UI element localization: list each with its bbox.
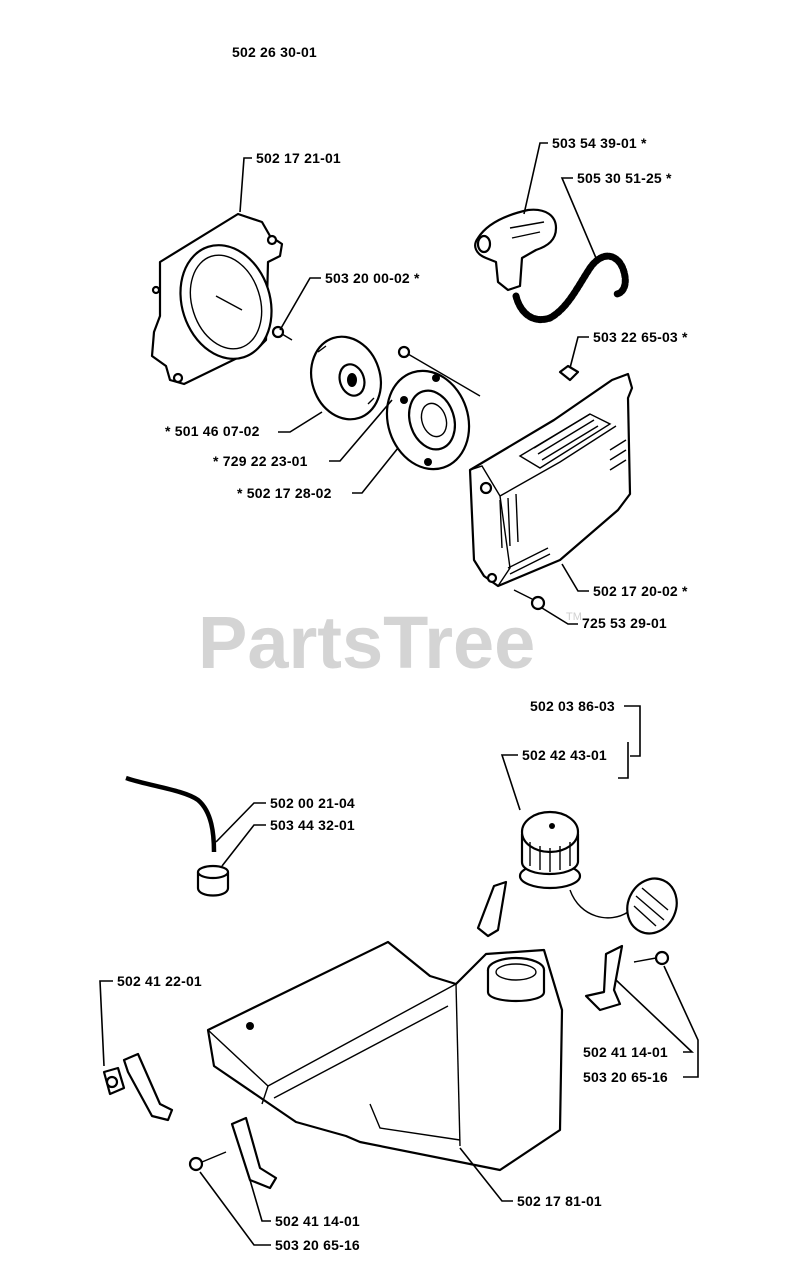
label-fuel-tank: 502 17 81-01 <box>517 1193 602 1209</box>
label-right-screw: 503 20 65-16 <box>583 1069 668 1085</box>
label-fan-housing: 502 17 21-01 <box>256 150 341 166</box>
leader-starter-handle <box>523 142 548 215</box>
fuel-filter-part <box>196 864 230 897</box>
cover-grille <box>499 413 627 575</box>
starter-handle-part <box>474 208 558 292</box>
leader-screw-top <box>279 277 321 331</box>
leader-fuel-filter <box>221 824 266 867</box>
starter-rope-part <box>512 252 629 323</box>
label-starter-handle: 503 54 39-01 * <box>552 135 647 151</box>
label-left-bracket: 502 41 22-01 <box>117 973 202 989</box>
label-right-bracket: 502 41 14-01 <box>583 1044 668 1060</box>
label-bottom-screw: 503 20 65-16 <box>275 1237 360 1253</box>
leader-cover-screw <box>541 607 578 625</box>
label-starter-cover: 502 17 20-02 * <box>593 583 688 599</box>
bracket-tank-cap <box>618 742 629 779</box>
pulley-part <box>385 369 471 471</box>
leader-fan-housing <box>239 157 252 213</box>
label-starter-rope: 505 30 51-25 * <box>577 170 672 186</box>
label-tank-cap: 502 42 43-01 <box>522 747 607 763</box>
cover-nut-part <box>558 364 580 382</box>
cap-retainer-disc-part <box>626 877 678 935</box>
pulley-screw-part <box>397 345 481 397</box>
label-cover-screw: 725 53 29-01 <box>582 615 667 631</box>
leader-fuel-hose <box>215 802 266 843</box>
watermark: PartsTree <box>198 601 535 684</box>
leader-right-screw <box>663 965 699 1078</box>
fan-housing-part <box>150 212 284 386</box>
housing-screw-part <box>271 325 293 341</box>
leader-bottom-screw <box>199 1171 271 1246</box>
assembly-number: 502 26 30-01 <box>232 44 317 60</box>
watermark-trademark: TM <box>566 611 582 623</box>
label-fuel-filter: 503 44 32-01 <box>270 817 355 833</box>
label-bottom-bracket: 502 41 14-01 <box>275 1213 360 1229</box>
label-fuel-hose: 502 00 21-04 <box>270 795 355 811</box>
right-bracket-part <box>584 944 670 1012</box>
label-spring-pulley: * 501 46 07-02 <box>165 423 260 439</box>
label-pulley: * 729 22 23-01 <box>213 453 308 469</box>
label-pawl-unit: * 502 17 28-02 <box>237 485 332 501</box>
leader-cover-nut <box>569 336 589 369</box>
leader-tank-cap-kit <box>624 705 641 757</box>
fuel-tank-part <box>206 940 564 1172</box>
leader-fuel-tank <box>459 1147 513 1202</box>
tank-cap-part <box>518 810 582 890</box>
leader-bottom-bracket <box>249 1179 271 1222</box>
label-tank-cap-kit: 502 03 86-03 <box>530 698 615 714</box>
cover-screw-part <box>513 589 546 611</box>
left-bracket-part <box>102 1052 174 1122</box>
starter-cover-part <box>468 372 634 588</box>
leader-starter-rope <box>560 177 597 259</box>
leader-starter-cover <box>561 563 589 592</box>
leader-right-bracket <box>615 979 695 1053</box>
fuel-hose-part <box>125 775 217 853</box>
bottom-bracket-part <box>188 1116 278 1190</box>
label-cover-nut: 503 22 65-03 * <box>593 329 688 345</box>
leader-pulley <box>329 399 393 462</box>
label-screw-top: 503 20 00-02 * <box>325 270 420 286</box>
leader-left-bracket <box>99 980 113 1067</box>
leader-pawl-unit <box>352 447 399 494</box>
leader-tank-cap <box>500 754 521 811</box>
spring-pulley-part <box>310 335 382 421</box>
cap-strap-part <box>569 889 629 919</box>
leader-spring-pulley <box>278 411 323 433</box>
cap-clip-part <box>476 880 508 938</box>
